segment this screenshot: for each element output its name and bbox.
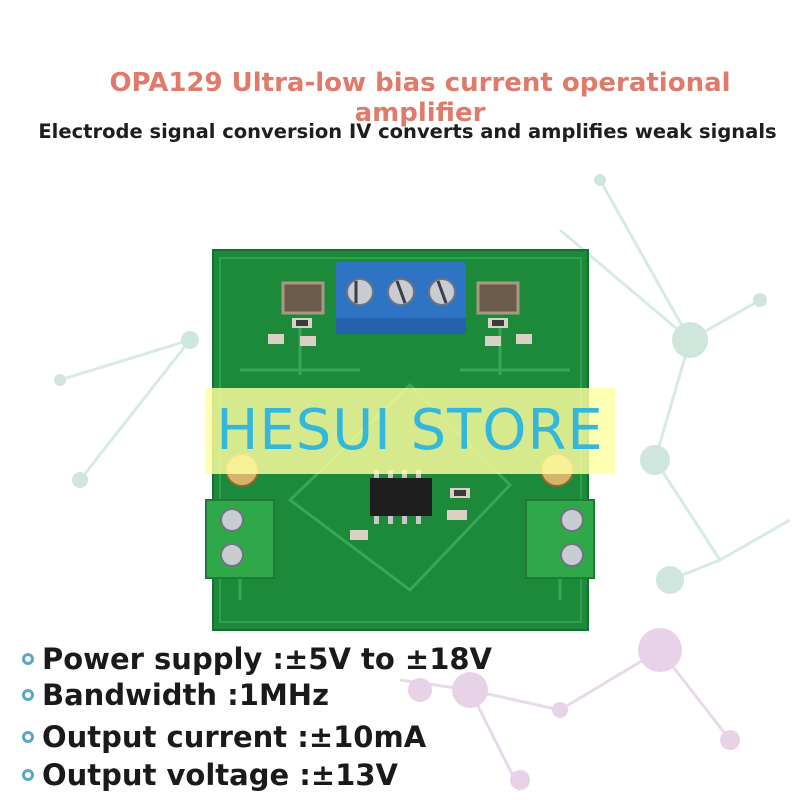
bullet-icon	[22, 769, 34, 781]
bullet-icon	[22, 689, 34, 701]
watermark-band	[205, 388, 615, 474]
spec-item-power-supply: Power supply :±5V to ±18V	[22, 642, 492, 676]
spec-item-output-voltage: Output voltage :±13V	[22, 758, 398, 792]
bullet-icon	[22, 653, 34, 665]
page-subtitle: Electrode signal conversion IV converts …	[38, 120, 777, 143]
blue-terminal-block	[336, 262, 466, 334]
opa129-chip	[370, 470, 432, 524]
spec-item-bandwidth: Bandwidth :1MHz	[22, 678, 329, 712]
spec-label: Output current :±10mA	[42, 720, 427, 754]
page-title: OPA129 Ultra-low bias current operationa…	[109, 68, 731, 128]
spec-label: Power supply :±5V to ±18V	[42, 642, 492, 676]
spec-label: Bandwidth :1MHz	[42, 678, 329, 712]
green-terminal-left	[205, 499, 275, 579]
bullet-icon	[22, 731, 34, 743]
spec-label: Output voltage :±13V	[42, 758, 398, 792]
watermark-text: HESUI STORE	[216, 398, 604, 463]
green-terminal-right	[525, 499, 595, 579]
spec-item-output-current: Output current :±10mA	[22, 720, 426, 754]
